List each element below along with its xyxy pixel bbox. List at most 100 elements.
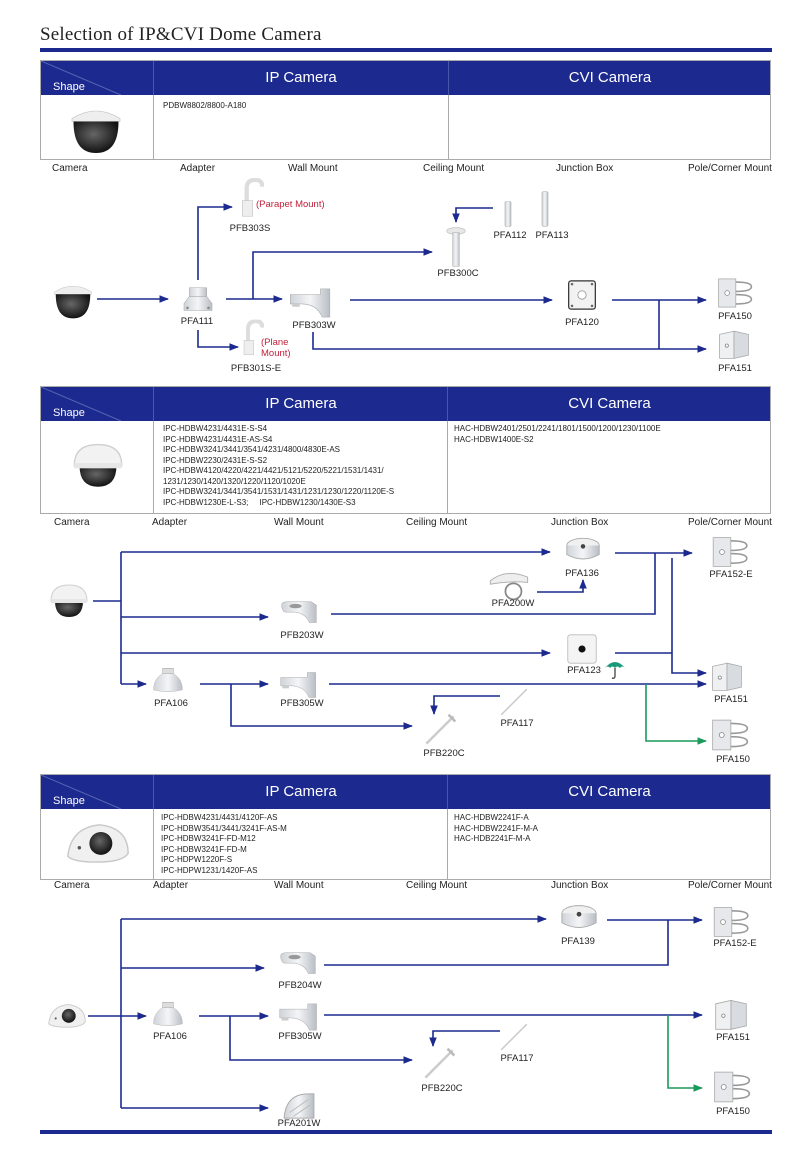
pfb220c-label: PFB220C <box>421 1083 463 1094</box>
ip-model-list: IPC-HDBW4231/4431/4120F-AS IPC-HDBW3541/… <box>161 813 287 876</box>
pfb305w-label: PFB305W <box>280 698 324 709</box>
ip-model: IPC-HDBW3241F-FD-M <box>161 844 247 854</box>
camera-device <box>47 1000 87 1030</box>
shape-header: Shape <box>41 61 153 95</box>
pfa152e-image <box>712 906 750 938</box>
pfa139-label: PFA139 <box>561 936 595 947</box>
shape-header: Shape <box>41 775 153 809</box>
cvi-model: HAC-HDBW1400E-S2 <box>454 434 534 444</box>
ip-model: IPC-HDBW2230/2431E-S-S2 <box>163 455 268 465</box>
category-ceiling-mount: Ceiling Mount <box>406 517 468 528</box>
section1-wires <box>97 203 707 353</box>
section3-table: Shape IP Camera CVI Camera IPC-HDBW4231/… <box>40 774 771 880</box>
category-pole-corner-mount: Pole/Corner Mount <box>688 517 772 528</box>
ip-model: IPC-HDBW4231/4431E-S-S4 <box>163 424 268 433</box>
ip-model-list: IPC-HDBW4231/4431E-S-S4 IPC-HDBW4231/443… <box>163 424 394 508</box>
pfa150-label: PFA150 <box>716 754 750 765</box>
table-header: Shape IP Camera CVI Camera <box>41 61 770 95</box>
table-header: Shape IP Camera CVI Camera <box>41 775 770 809</box>
pfa106-label: PFA106 <box>153 1031 187 1042</box>
ip-model: IPC-HDBW4231/4431/4120F-AS <box>161 813 278 822</box>
wire-green <box>667 1015 703 1092</box>
pfb305w-label: PFB305W <box>278 1031 322 1042</box>
wire <box>324 920 669 966</box>
cvi-model: HAC-HDBW2241F-M-A <box>454 823 539 833</box>
pfb305w-image <box>278 1002 320 1032</box>
cvi-camera-header: CVI Camera <box>568 395 651 412</box>
category-wall-mount: Wall Mount <box>274 880 324 891</box>
wire <box>252 248 433 299</box>
page-title: Selection of IP&CVI Dome Camera <box>40 24 322 45</box>
cvi-camera-header: CVI Camera <box>568 69 652 86</box>
ip-camera-header: IP Camera <box>265 395 337 412</box>
ip-camera-header: IP Camera <box>265 783 337 800</box>
pfa152e-label: PFA152-E <box>709 569 753 580</box>
pfa113-label: PFA113 <box>535 230 569 241</box>
category-junction-box: Junction Box <box>551 517 609 528</box>
wire <box>452 207 493 223</box>
wire <box>230 684 413 730</box>
table-header: Shape IP Camera CVI Camera <box>41 387 770 421</box>
wire <box>197 203 233 280</box>
pfa201w-label: PFA201W <box>277 1118 321 1129</box>
section2-table: Shape IP Camera CVI Camera IPC-HDBW4231/… <box>40 386 771 514</box>
category-row: Camera Adapter Wall Mount Ceiling Mount … <box>0 880 800 894</box>
parapet-mount-note: (Parapet Mount) <box>256 199 325 210</box>
pfa120-label: PFA120 <box>565 317 599 328</box>
category-camera: Camera <box>52 163 88 174</box>
wire-green <box>645 684 707 745</box>
pfb303s-label: PFB303S <box>229 223 271 234</box>
ip-model-list: PDBW8802/8800-A180 <box>163 101 246 112</box>
pfa123-label: PFA123 <box>567 665 601 676</box>
category-wall-mount: Wall Mount <box>274 517 324 528</box>
ip-model: IPC-HDBW3241F-FD-M12 <box>161 834 256 843</box>
category-junction-box: Junction Box <box>551 880 609 891</box>
ip-model: IPC-HDBW3241/3441/3541/4231/4800/4830E-A… <box>163 445 341 454</box>
ip-model: IPC-HDBW3241/3441/3541/1531/1431/1231/12… <box>163 487 395 496</box>
category-adapter: Adapter <box>180 163 216 174</box>
shape-header-label: Shape <box>53 795 85 807</box>
cvi-model: HAC-HDBW2241F-A <box>454 813 529 822</box>
cvi-camera-header: CVI Camera <box>568 783 651 800</box>
pfb204w-label: PFB204W <box>278 980 322 991</box>
pfb204w-image <box>277 951 319 977</box>
pfa139-image <box>560 903 598 933</box>
pfb220c-label: PFB220C <box>423 748 465 759</box>
ip-model: IPC-HDBW3541/3441/3241F-AS-M <box>161 823 287 833</box>
wire <box>331 553 656 615</box>
pfa150-label: PFA150 <box>718 311 752 322</box>
pfa117-label: PFA117 <box>500 1053 534 1064</box>
pfa151-label: PFA151 <box>714 694 748 705</box>
section1-table: Shape IP Camera CVI Camera PDBW8802/8800… <box>40 60 771 160</box>
wire <box>430 695 500 715</box>
category-ceiling-mount: Ceiling Mount <box>423 163 485 174</box>
category-junction-box: Junction Box <box>556 163 614 174</box>
pfa151-label: PFA151 <box>716 1032 750 1043</box>
pfa201w-image <box>280 1092 318 1120</box>
ip-model: PDBW8802/8800-A180 <box>163 101 247 110</box>
pfa150-image <box>713 1070 751 1104</box>
pfa111-label: PFA111 <box>180 316 214 327</box>
ip-model: IPC-HDBW4231/4431E-AS-S4 <box>163 434 273 444</box>
pfa106-label: PFA106 <box>154 698 188 709</box>
pfa152e-label: PFA152-E <box>713 938 757 949</box>
pfa151-image <box>714 997 748 1031</box>
wire <box>429 1030 500 1047</box>
pfb220c-image <box>420 1047 458 1081</box>
ip-model: IPC-HDBW4120/4220/4221/4421/5121/5220/52… <box>163 466 384 475</box>
shape-header-label: Shape <box>53 407 85 419</box>
pfa117-label: PFA117 <box>500 718 534 729</box>
cvi-model: HAC-HDBW2401/2501/2241/1801/1500/1200/12… <box>454 424 661 433</box>
category-row: Camera Adapter Wall Mount Ceiling Mount … <box>0 163 800 177</box>
ip-model: IPC-HDBW1230E-L-S3; IPC-HDBW1230/1430E-S… <box>163 497 356 507</box>
wire <box>671 558 707 677</box>
plane-mount-note-line1: (Plane <box>261 337 289 348</box>
footer-rule <box>40 1130 772 1134</box>
category-camera: Camera <box>54 880 90 891</box>
category-pole-corner-mount: Pole/Corner Mount <box>688 163 772 174</box>
category-ceiling-mount: Ceiling Mount <box>406 880 468 891</box>
plane-mount-note-line2: Mount) <box>261 348 291 359</box>
